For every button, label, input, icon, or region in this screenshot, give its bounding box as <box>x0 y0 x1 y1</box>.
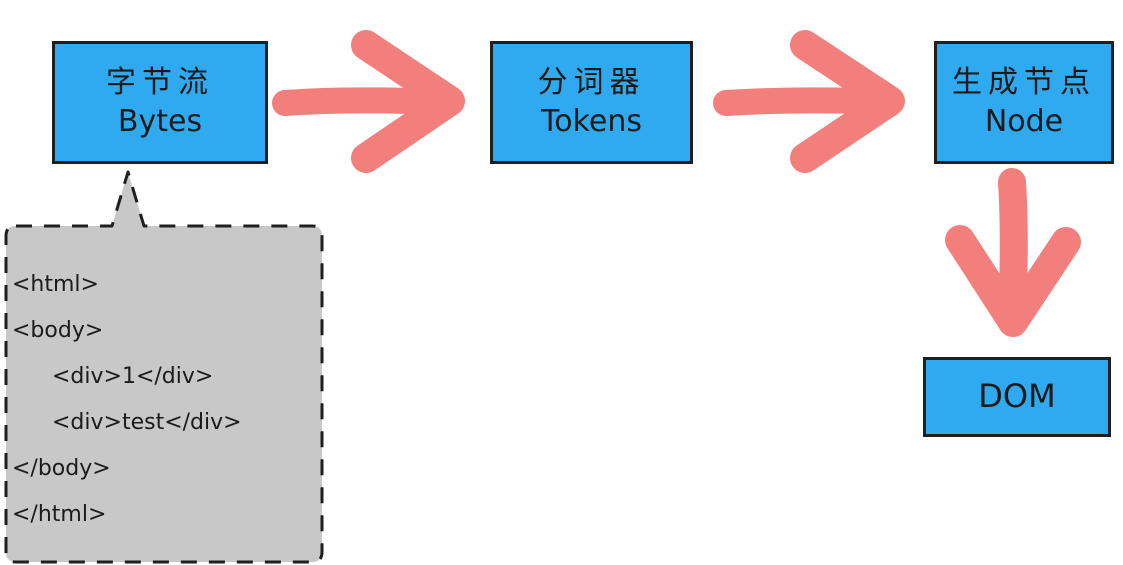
dom-node-label: DOM <box>978 377 1056 416</box>
bytes-node-en: Bytes <box>117 103 203 139</box>
code-line: <div>1</div> <box>52 364 214 389</box>
arrow-tokens-to-node <box>713 30 905 173</box>
code-line: <html> <box>12 272 99 297</box>
tokens-node-en: Tokens <box>541 103 642 139</box>
node-node-en: Node <box>984 103 1064 139</box>
tokens-node: 分词器 Tokens <box>490 41 693 164</box>
code-line: <div>test</div> <box>52 410 242 435</box>
code-line: <body> <box>12 318 104 343</box>
code-line: </body> <box>12 456 111 481</box>
node-node: 生成节点 Node <box>934 41 1114 164</box>
arrow-bytes-to-tokens <box>272 30 465 173</box>
tokens-node-zh: 分词器 <box>537 65 646 101</box>
bytes-node: 字节流 Bytes <box>52 41 268 164</box>
node-node-zh: 生成节点 <box>952 65 1096 101</box>
callout-code: <html> <body> <div>1</div> <div>test</di… <box>12 262 242 538</box>
bytes-node-zh: 字节流 <box>106 65 214 101</box>
code-line: </html> <box>12 502 107 527</box>
dom-node: DOM <box>923 357 1111 437</box>
arrow-node-to-dom <box>945 168 1081 337</box>
